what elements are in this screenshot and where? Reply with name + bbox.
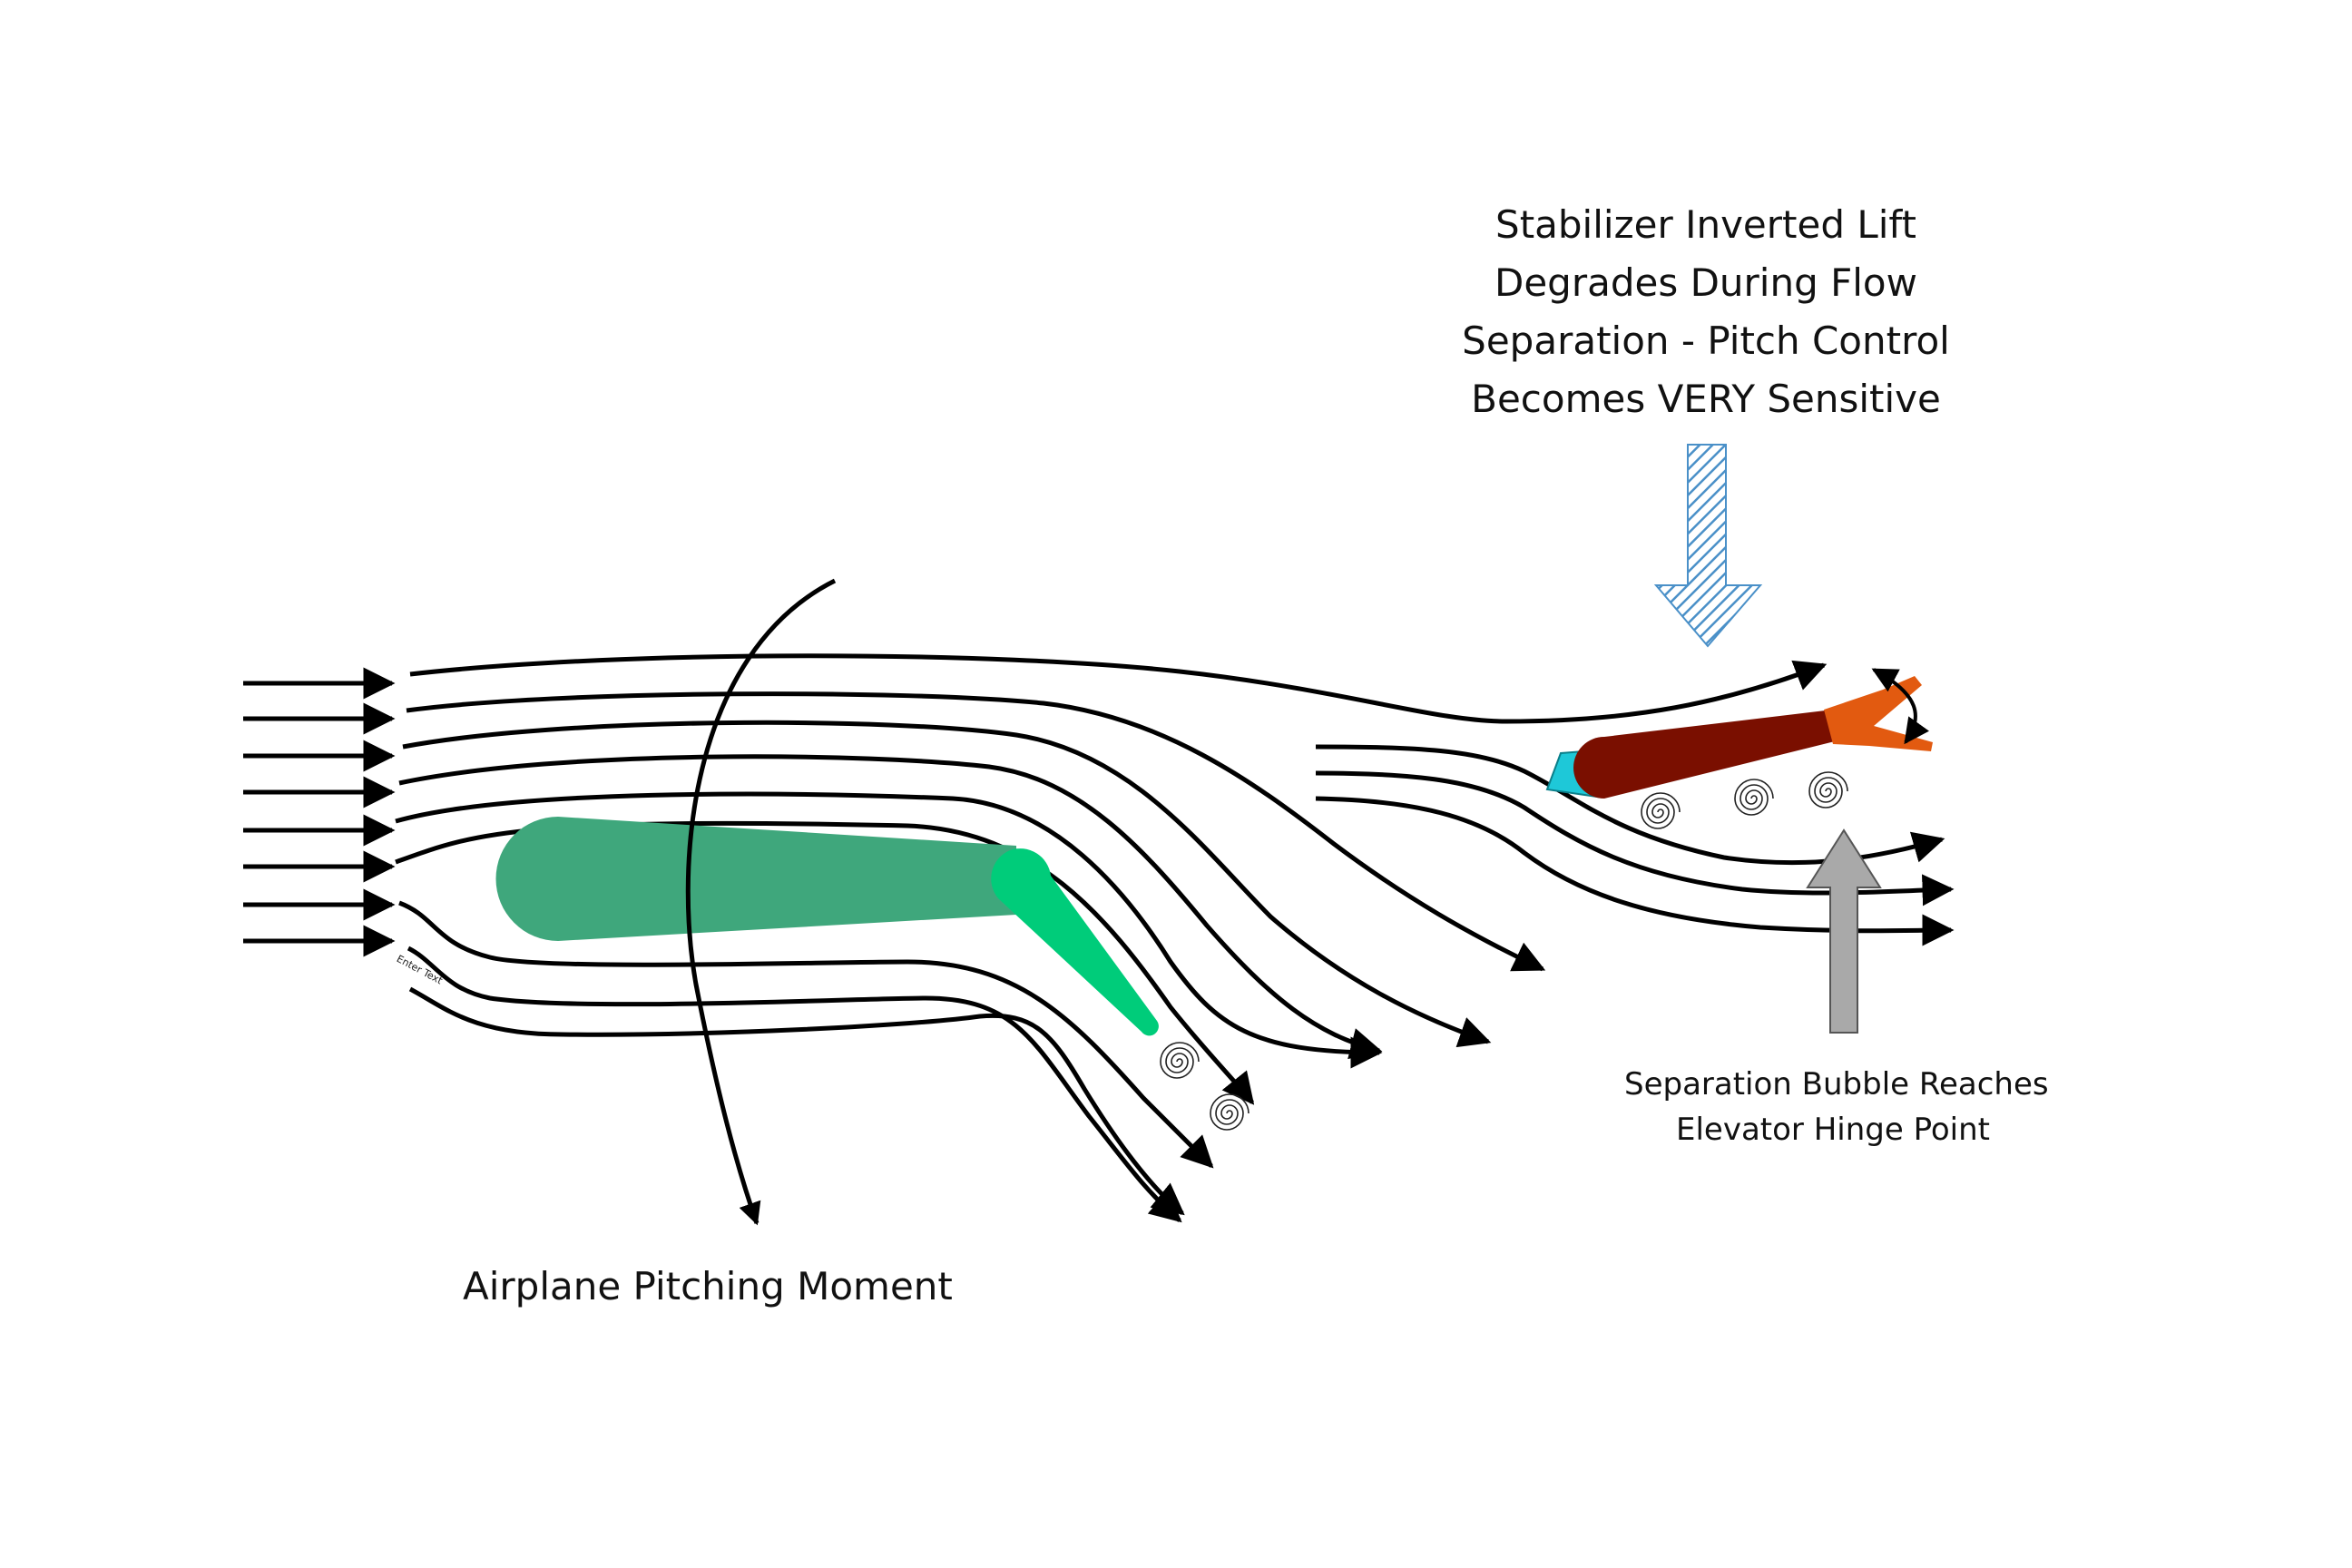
pitching-moment-caption: Airplane Pitching Moment <box>463 1264 953 1308</box>
spiral-vortex-icon <box>1641 792 1681 829</box>
separation-caption-line: Elevator Hinge Point <box>1675 1112 1990 1148</box>
stabilizer-body <box>1573 710 1842 799</box>
stabilizer-caption-line: Degrades During Flow <box>1494 260 1917 305</box>
spiral-vortex-icon <box>1734 779 1774 816</box>
stabilizer-caption-line: Stabilizer Inverted Lift <box>1495 202 1916 247</box>
tail-wake-vortices <box>1641 771 1848 829</box>
wing-body <box>495 817 1016 941</box>
separation-arrow <box>1806 828 1882 1034</box>
wing-wake-vortices <box>1160 1042 1250 1131</box>
wing-flap <box>991 848 1159 1036</box>
stabilizer-caption: Stabilizer Inverted Lift Degrades During… <box>1434 196 1978 428</box>
main-wing <box>495 817 1159 1036</box>
spiral-vortex-icon <box>1210 1093 1250 1131</box>
stabilizer-caption-line: Becomes VERY Sensitive <box>1471 377 1941 421</box>
wing-streamlines <box>395 653 1828 1223</box>
pitching-moment-arrow <box>685 578 837 1226</box>
stabilizer-caption-line: Separation - Pitch Control <box>1462 318 1950 363</box>
separation-caption: Separation Bubble Reaches Elevator Hinge… <box>1624 1062 2049 1152</box>
spiral-vortex-icon <box>1160 1042 1200 1079</box>
stabilizer-lift-arrow <box>1653 444 1763 648</box>
elevator-deflection-arc <box>1871 668 1930 745</box>
horizontal-tail <box>1545 668 1933 799</box>
incoming-flow-arrows <box>243 667 396 957</box>
spiral-vortex-icon <box>1808 771 1848 808</box>
separation-caption-line: Separation Bubble Reaches <box>1624 1066 2049 1102</box>
